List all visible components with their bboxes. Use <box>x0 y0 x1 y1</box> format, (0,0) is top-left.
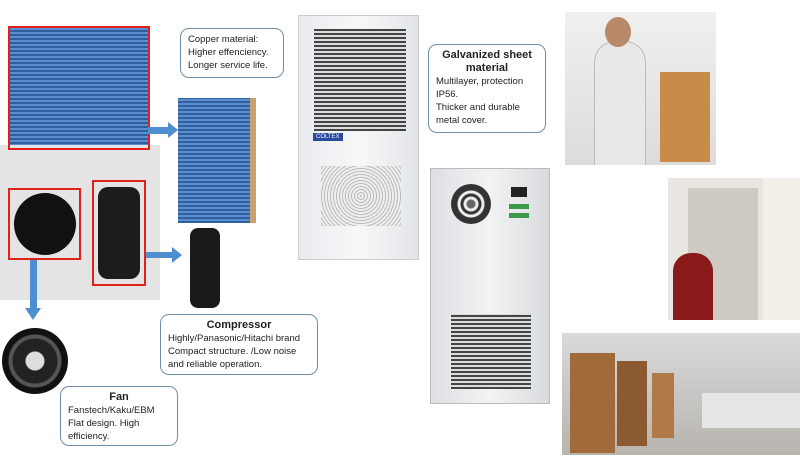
compressor-highlight <box>92 180 146 286</box>
callout-title: Galvanized sheet material <box>442 49 532 74</box>
arrow-to-compressor <box>146 252 174 258</box>
copper-callout: Copper material: Higher effenciency. Lon… <box>180 28 284 78</box>
callout-text: Flat design. High <box>68 418 140 429</box>
factory-photo-assembly <box>565 12 716 165</box>
front-unit-image: COLTEX <box>298 15 419 260</box>
arrow-to-fan <box>30 260 37 310</box>
callout-text: efficiency. <box>68 431 110 442</box>
back-unit-image <box>430 168 550 404</box>
callout-text: Multilayer, protection IP56. <box>436 76 524 100</box>
fan-callout: Fan Fanstech/Kaku/EBM Flat design. High … <box>60 386 178 446</box>
galvanized-callout: Galvanized sheet material Multilayer, pr… <box>428 44 546 133</box>
fan-image <box>2 328 68 394</box>
condenser-highlight <box>8 26 150 150</box>
callout-text: Fanstech/Kaku/EBM <box>68 405 155 416</box>
fan-highlight <box>8 188 81 260</box>
callout-text: and reliable operation. <box>168 359 263 370</box>
callout-text: Highly/Panasonic/Hitachi brand <box>168 333 301 344</box>
callout-text: Higher effenciency. <box>188 47 269 58</box>
brand-logo: COLTEX <box>313 133 343 141</box>
compressor-callout: Compressor Highly/Panasonic/Hitachi bran… <box>160 314 318 375</box>
callout-text: Thicker and durable metal cover. <box>436 102 520 126</box>
callout-title: Compressor <box>206 319 272 331</box>
factory-photo-warehouse <box>562 333 800 455</box>
factory-photo-installation <box>668 178 800 320</box>
callout-text: Copper material: <box>188 34 259 45</box>
copper-coil-image <box>178 98 256 223</box>
callout-text: Longer service life. <box>188 60 268 71</box>
callout-text: Compact structure. /Low noise <box>168 346 297 357</box>
arrow-to-coil <box>148 127 170 134</box>
compressor-image <box>190 228 220 308</box>
callout-title: Fan <box>109 391 129 403</box>
